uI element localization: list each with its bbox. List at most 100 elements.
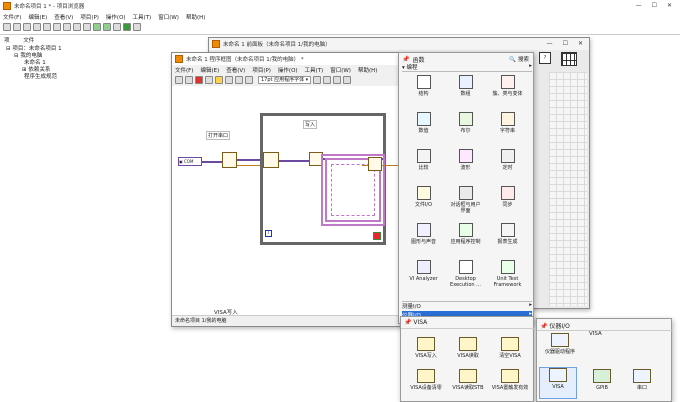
- cut-icon[interactable]: [43, 23, 51, 31]
- minimize-icon[interactable]: —: [546, 40, 553, 47]
- retain-wire-values-icon[interactable]: [225, 76, 233, 84]
- visa-node[interactable]: [263, 152, 279, 168]
- palette-category[interactable]: 定时: [491, 149, 524, 171]
- palette-category[interactable]: Desktop Execution ...: [449, 260, 482, 288]
- palette-category[interactable]: 波形: [449, 149, 482, 171]
- category-label: 比较: [418, 165, 429, 171]
- tree-item-vi[interactable]: 未命名 1: [24, 60, 46, 66]
- diagram-canvas[interactable]: 打开串口 ▣ COM 写入 i: [172, 87, 402, 314]
- pin-icon[interactable]: 📌: [402, 56, 410, 63]
- visa-function-icon: [459, 369, 477, 383]
- step-into-icon[interactable]: [235, 76, 243, 84]
- instr-function[interactable]: GPIB: [583, 369, 621, 391]
- undo-icon[interactable]: [93, 23, 101, 31]
- diagram-menu-item[interactable]: 查看(V): [226, 67, 246, 74]
- case-structure-border: [321, 154, 385, 226]
- visa-resource-constant[interactable]: ▣ COM: [178, 157, 202, 166]
- visa-function[interactable]: VISA写入: [407, 337, 445, 359]
- maximize-icon[interactable]: ☐: [651, 2, 657, 9]
- run-arrow-icon[interactable]: [175, 76, 183, 84]
- minimize-icon[interactable]: —: [635, 2, 642, 9]
- visa-function[interactable]: VISA设备清零: [407, 369, 445, 391]
- save-all-icon[interactable]: [33, 23, 41, 31]
- project-menu-item[interactable]: 工具(T): [132, 14, 152, 21]
- palette-category[interactable]: 布尔: [449, 112, 482, 134]
- visa-function[interactable]: VISA读取STB: [449, 369, 487, 391]
- loop-stop-terminal[interactable]: [373, 232, 381, 240]
- tree-item-my-computer[interactable]: ⊟ 我的电脑: [14, 53, 43, 59]
- delete-icon[interactable]: [73, 23, 81, 31]
- tree-item-project[interactable]: ⊟ 项目：未命名项目 1: [6, 46, 62, 52]
- tab-files[interactable]: 文件: [23, 38, 35, 44]
- project-menu-item[interactable]: 查看(V): [54, 14, 74, 21]
- palette-category[interactable]: 结构: [407, 75, 440, 97]
- distribute-icon[interactable]: [323, 76, 332, 84]
- open-icon[interactable]: [13, 23, 21, 31]
- pause-icon[interactable]: [205, 76, 213, 84]
- palette-category[interactable]: VI Analyzer: [407, 260, 440, 282]
- resize-icon[interactable]: [333, 76, 342, 84]
- palette-category[interactable]: 对话框与用户界面: [449, 186, 482, 214]
- palette-category[interactable]: 数组: [449, 75, 482, 97]
- tab-items[interactable]: 项: [4, 38, 10, 44]
- tree-item-dependencies[interactable]: ⊞ 依赖关系: [22, 67, 51, 73]
- palette-category[interactable]: 同步: [491, 186, 524, 208]
- instr-function[interactable]: 仪器驱动程序: [541, 333, 579, 355]
- palette-category[interactable]: 报表生成: [491, 223, 524, 245]
- maximize-icon[interactable]: ☐: [562, 40, 568, 47]
- while-loop[interactable]: 写入 i: [260, 113, 386, 245]
- abort-icon[interactable]: [195, 76, 203, 84]
- palette-category[interactable]: 数值: [407, 112, 440, 134]
- palette-category[interactable]: 图形与声音: [407, 223, 440, 245]
- search-button[interactable]: 🔍 搜索: [509, 57, 529, 63]
- instr-function[interactable]: 串口: [623, 369, 661, 391]
- visa-close-node[interactable]: [368, 157, 382, 171]
- build-icon[interactable]: [83, 23, 91, 31]
- diagram-menu-item[interactable]: 帮助(H): [357, 67, 378, 74]
- align-icon[interactable]: [313, 76, 322, 84]
- visa-function[interactable]: 清空VISA: [491, 337, 529, 359]
- font-select[interactable]: 17pt 应用程序字体 ▾: [258, 76, 312, 84]
- palette-item-measurement-io[interactable]: 测量I/O▸: [402, 301, 532, 310]
- palette-category[interactable]: 应用程序控制: [449, 223, 482, 245]
- diagram-menu-item[interactable]: 项目(P): [252, 67, 271, 74]
- close-icon[interactable]: ✕: [577, 40, 583, 47]
- palette-section-programming[interactable]: ▾ 编程▸: [402, 63, 532, 72]
- visa-function[interactable]: VISA读取: [449, 337, 487, 359]
- write-label: 写入: [303, 120, 318, 129]
- paste-icon[interactable]: [63, 23, 71, 31]
- project-menu-item[interactable]: 项目(P): [80, 14, 99, 21]
- diagram-menu-item[interactable]: 工具(T): [304, 67, 324, 74]
- palette-category[interactable]: Unit Test Framework: [491, 260, 524, 288]
- palette-category[interactable]: 字符串: [491, 112, 524, 134]
- diagram-menu-item[interactable]: 编辑(E): [200, 67, 220, 74]
- project-menu-item[interactable]: 操作(O): [105, 14, 126, 21]
- redo-icon[interactable]: [103, 23, 111, 31]
- diagram-menu-item[interactable]: 文件(F): [175, 67, 194, 74]
- diagram-menu-item[interactable]: 操作(O): [277, 67, 298, 74]
- block-diagram-titlebar: 未命名 1 程序框图（未命名项目 1/我的电脑） *: [172, 53, 400, 65]
- run-continuous-icon[interactable]: [185, 76, 193, 84]
- palette-category[interactable]: 文件I/O: [407, 186, 440, 208]
- settings-icon[interactable]: [113, 23, 121, 31]
- deploy-icon[interactable]: [123, 23, 131, 31]
- instr-function[interactable]: VISA: [539, 367, 577, 399]
- help-icon[interactable]: [133, 23, 141, 31]
- reorder-icon[interactable]: [343, 76, 352, 84]
- visa-function[interactable]: VISA置触发有效: [491, 369, 529, 391]
- new-icon[interactable]: [3, 23, 11, 31]
- step-over-icon[interactable]: [245, 76, 253, 84]
- project-menu-item[interactable]: 文件(F): [3, 14, 22, 21]
- project-menu-item[interactable]: 窗口(W): [158, 14, 179, 21]
- palette-category[interactable]: 簇、类与变体: [491, 75, 524, 97]
- palette-category[interactable]: 比较: [407, 149, 440, 171]
- project-menu-item[interactable]: 帮助(H): [185, 14, 206, 21]
- save-icon[interactable]: [23, 23, 31, 31]
- project-menu-item[interactable]: 编辑(E): [28, 14, 48, 21]
- copy-icon[interactable]: [53, 23, 61, 31]
- close-icon[interactable]: ✕: [666, 2, 672, 9]
- visa-configure-serial-node[interactable]: [222, 152, 237, 168]
- diagram-menu-item[interactable]: 窗口(W): [330, 67, 351, 74]
- tree-item-build-specs[interactable]: 程序生成规范: [24, 74, 58, 80]
- highlight-execution-icon[interactable]: [215, 76, 223, 84]
